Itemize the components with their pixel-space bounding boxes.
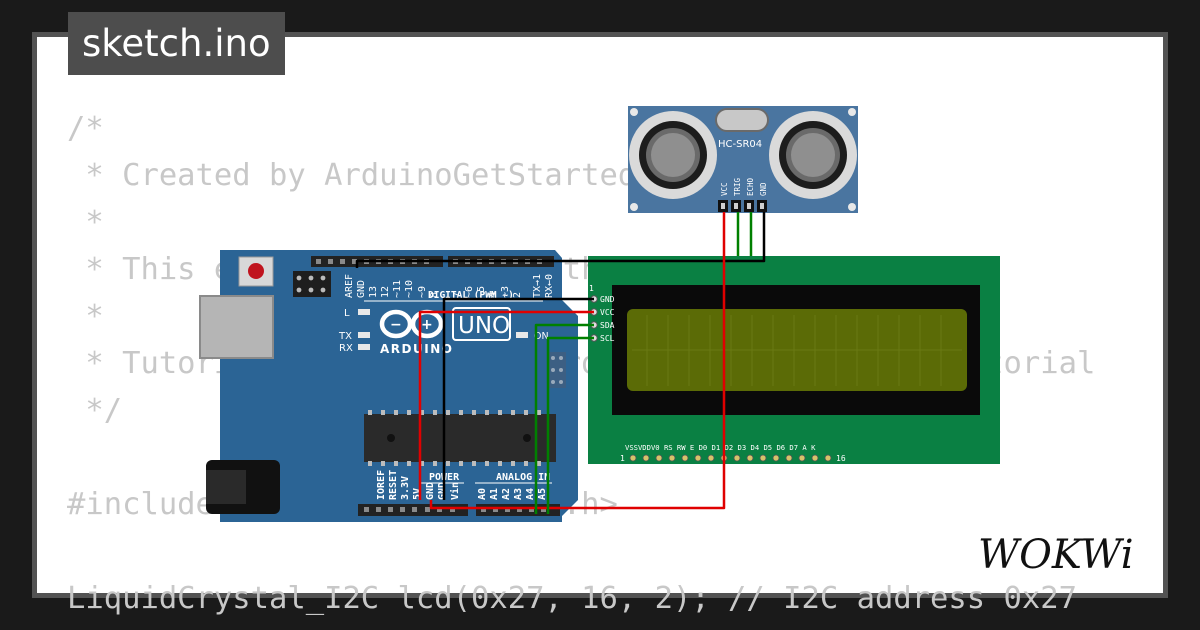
svg-text:−: −: [390, 317, 402, 333]
board-brand-label: ARDUINO: [380, 342, 453, 356]
led-rx-icon: [358, 344, 370, 350]
led-tx-label: TX: [338, 331, 352, 342]
lcd-pin-one-label: 1: [589, 284, 594, 293]
sensor-pin-label: TRIG: [733, 177, 742, 196]
led-on-label: ON: [534, 331, 549, 342]
sensor-pin-label: GND: [759, 182, 768, 196]
digital-pin-label: 13: [368, 286, 379, 298]
power-pin-label: GND: [437, 482, 448, 500]
led-on-icon: [516, 332, 528, 338]
code-line: /*: [67, 111, 104, 146]
digital-pin-label: 2: [512, 292, 523, 298]
digital-pin-label: ~11: [392, 280, 403, 298]
svg-text:+: +: [421, 317, 433, 333]
crystal-oscillator-icon: [715, 108, 769, 132]
hc-sr04-sensor[interactable]: HC-SR04 VCC TRIG ECHO GND: [628, 106, 858, 213]
digital-pin-label: GND: [356, 280, 367, 298]
lcd-last-pin-label: 16: [836, 454, 846, 463]
digital-pin-label: RX←0: [544, 274, 555, 298]
wokwi-logo: WOKWi: [978, 532, 1134, 578]
lcd-i2c-pin-label: GND: [600, 295, 615, 304]
digital-pin-label: ~6: [464, 286, 475, 298]
lcd-i2c-pin-label: VCC: [600, 308, 615, 317]
analog-pin-label: A3: [513, 488, 524, 500]
digital-pin-label: 8: [429, 292, 440, 298]
led-l-icon: [358, 309, 370, 315]
led-l-label: L: [344, 308, 350, 319]
sensor-pin-label: ECHO: [746, 177, 755, 196]
power-pin-label: 3.3V: [400, 476, 411, 500]
power-pin-label: IOREF: [376, 470, 387, 500]
code-line: */: [67, 393, 123, 428]
power-pin-label: Vin: [449, 482, 461, 500]
digital-pin-label: 4: [488, 292, 499, 298]
sketch-file-tab[interactable]: sketch.ino: [68, 12, 285, 75]
lcd-1602-i2c[interactable]: 1 GND VCC SDA SCL VSSVDDV0 RS RW E D0 D1…: [588, 256, 1000, 464]
board-model-label: UNO: [458, 313, 510, 339]
digital-header-label: DIGITAL (PWM ~): [428, 290, 514, 301]
code-line: *: [67, 299, 104, 334]
digital-pin-label: 12: [380, 286, 391, 298]
analog-pin-label: A1: [489, 488, 500, 500]
analog-pin-label: A2: [501, 488, 512, 500]
digital-pin-label: ~5: [476, 286, 487, 298]
usb-port-icon: [199, 295, 274, 359]
ultrasonic-transducer-icon: [769, 111, 857, 199]
lcd-first-pin-label: 1: [620, 454, 625, 463]
ultrasonic-transducer-icon: [629, 111, 717, 199]
code-line: *: [67, 205, 104, 240]
digital-pin-label: TX→1: [532, 274, 543, 298]
wokwi-logo-text: WOKWi: [978, 532, 1134, 578]
sensor-pin-label: VCC: [720, 182, 729, 196]
power-pin-label: RESET: [388, 470, 399, 500]
digital-pin-label: AREF: [344, 274, 355, 298]
digital-pin-label: 7: [452, 292, 463, 298]
sensor-label: HC-SR04: [718, 139, 762, 150]
circuit-wires: [355, 212, 766, 514]
power-pin-label: 5V: [412, 488, 423, 500]
arduino-uno-board[interactable]: AREF GND 13 12 ~11 ~10 ~9 8 7 ~6 ~5 4 ~3…: [199, 250, 578, 522]
led-rx-label: RX: [339, 343, 353, 354]
analog-header-label: ANALOG IN: [496, 472, 550, 483]
analog-pin-label: A4: [525, 488, 536, 500]
power-pin-label: GND: [425, 482, 436, 500]
digital-pin-label: ~3: [500, 286, 511, 298]
analog-pin-label: A0: [477, 488, 488, 500]
lcd-bottom-pin-labels: VSSVDDV0 RS RW E D0 D1 D2 D3 D4 D5 D6 D7…: [625, 443, 816, 452]
digital-pin-label: ~10: [404, 280, 415, 298]
lcd-i2c-pin-label: SDA: [600, 321, 615, 330]
led-tx-icon: [358, 332, 370, 338]
lcd-i2c-pin-label: SCL: [600, 334, 615, 343]
code-line: LiquidCrystal_I2C lcd(0x27, 16, 2); // I…: [67, 581, 1077, 616]
digital-pin-label: ~9: [417, 286, 428, 298]
analog-pin-label: A5: [537, 488, 548, 500]
